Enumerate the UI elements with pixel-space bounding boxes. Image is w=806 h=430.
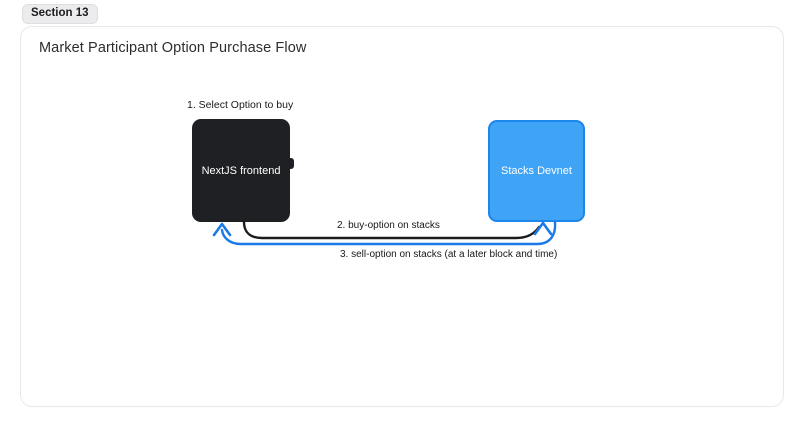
node-nextjs-frontend-label: NextJS frontend: [201, 164, 281, 177]
node-stacks-devnet[interactable]: Stacks Devnet: [488, 120, 585, 222]
card-title: Market Participant Option Purchase Flow: [39, 40, 307, 56]
section-badge[interactable]: Section 13: [22, 4, 98, 24]
node-stacks-devnet-label: Stacks Devnet: [501, 165, 572, 177]
node-nextjs-frontend[interactable]: NextJS frontend: [192, 119, 294, 222]
diagram-card: Market Participant Option Purchase Flow: [20, 26, 784, 407]
connector-handle: [287, 158, 294, 169]
